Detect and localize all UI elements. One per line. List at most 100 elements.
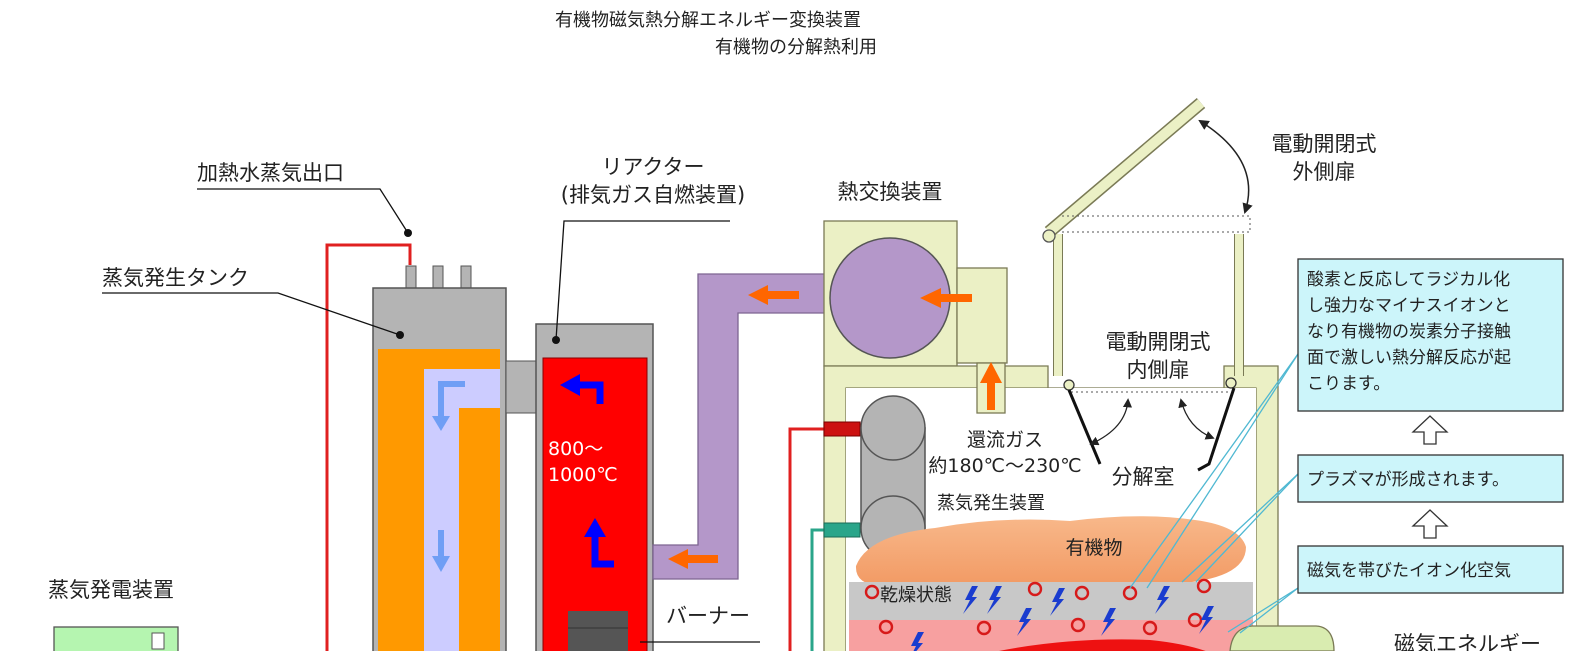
callout1-line5: こります。 — [1307, 374, 1390, 394]
outer-door-closed-outline — [1062, 215, 1251, 233]
steam-outlet-leader — [197, 188, 409, 234]
callout2-text: プラズマが形成されます。 — [1307, 470, 1509, 490]
outer-door-swing-arrow — [1198, 119, 1253, 214]
steam-gen-red-valve — [823, 421, 861, 437]
steam-gen-teal-valve — [823, 522, 861, 538]
temp-line2: 1000℃ — [548, 464, 618, 486]
tank-arrow-bend-icon — [438, 381, 465, 418]
return-gas-label-line1: 還流ガス — [967, 429, 1043, 451]
callout1-leader — [1129, 353, 1299, 589]
exhaust-duct — [652, 273, 849, 580]
radical-ion-icon — [878, 619, 894, 635]
duct-arrow-bottom-head-icon — [668, 549, 688, 569]
inner-door-left-panel — [1067, 389, 1102, 465]
callout-box-ionized-air — [1297, 545, 1564, 594]
lightning-icon — [911, 632, 924, 655]
tank-arrow-down-head-icon — [432, 556, 450, 572]
steam-generator-label: 蒸気発生装置 — [937, 493, 1045, 514]
lightning-icon — [1155, 586, 1170, 614]
organic-matter-label: 有機物 — [1065, 537, 1122, 559]
radical-ion-icons — [864, 578, 1212, 636]
title-line1: 有機物磁気熱分解エネルギー変換装置 — [555, 10, 861, 31]
reactor-arrow-top-icon — [578, 381, 604, 404]
callout1-line2: し強力なマイナスイオンと — [1307, 296, 1511, 316]
inner-door-left-swing — [1089, 398, 1133, 446]
lightning-icon — [1101, 608, 1116, 636]
steam-outlet-label: 加熱水蒸気出口 — [197, 161, 344, 185]
radical-ion-icon — [1027, 581, 1043, 597]
reactor-arrow-top-head-icon — [560, 374, 580, 396]
reactor-arrow-bottom-icon — [591, 535, 614, 568]
callout1-leader-b — [1146, 353, 1299, 589]
hx-arrow-head-icon — [920, 288, 941, 308]
tank-nozzle-2 — [432, 265, 444, 289]
steam-gen-red-pipe — [788, 427, 825, 651]
steam-tank-flow-channel — [424, 369, 500, 655]
inner-door-hinge-right — [1225, 377, 1237, 389]
callout-box-plasma — [1297, 454, 1564, 503]
callout1-line3: なり有機物の炭素分子接触 — [1307, 322, 1511, 342]
callout1-line1: 酸素と反応してラジカル化 — [1307, 270, 1510, 290]
duct-arrow-top-head-icon — [748, 285, 768, 305]
decomposition-chamber-label: 分解室 — [1112, 465, 1175, 489]
lightning-icon — [963, 586, 978, 614]
tank-arrow-bend-head-icon — [432, 416, 450, 431]
dry-state-layer — [849, 582, 1253, 620]
reactor-label-line1: リアクター — [601, 155, 704, 179]
inner-door-label-line2: 内側扉 — [1127, 358, 1190, 382]
burner-block — [568, 611, 628, 655]
inner-door-right-panel — [1197, 387, 1236, 472]
inner-door-label-line1: 電動開閉式 — [1106, 330, 1211, 354]
dry-state-label: 乾燥状態 — [880, 585, 952, 606]
callout2-leader — [1181, 473, 1299, 583]
steam-tank-dot — [396, 331, 404, 339]
outer-door-panel-fill — [1045, 99, 1205, 236]
radical-ion-icon — [976, 620, 992, 636]
reactor-leader — [555, 220, 730, 341]
reactor-red-core — [542, 357, 648, 655]
steam-tank-label: 蒸気発生タンク — [102, 266, 249, 290]
heat-exchanger-port — [956, 267, 1008, 364]
radical-ion-icon — [1142, 620, 1158, 636]
outer-door-label-line1: 電動開閉式 — [1272, 132, 1377, 156]
callout-box-radical — [1297, 258, 1564, 412]
heat-exchanger-label: 熱交換装置 — [838, 180, 943, 204]
inner-door-right-swing — [1178, 398, 1215, 440]
outer-door-label-line2: 外側扉 — [1293, 160, 1356, 184]
steam-tank-leader — [102, 292, 401, 336]
title-line2: 有機物の分解熱利用 — [715, 37, 877, 58]
inner-door-hinge-left — [1063, 379, 1075, 391]
steam-power-label: 蒸気発電装置 — [48, 578, 174, 602]
steam-gen-teal-pipe — [810, 528, 825, 651]
magnetic-energy-label: 磁気エネルギー — [1394, 632, 1541, 651]
lightning-icon — [1199, 606, 1214, 634]
lightning-icons — [911, 586, 1214, 655]
steam-outlet-pipe — [325, 243, 412, 651]
magnetic-unit — [1229, 625, 1335, 652]
organic-matter — [855, 516, 1246, 586]
lightning-icon — [1017, 608, 1032, 636]
outer-door-hinge — [1042, 229, 1056, 243]
lightning-icon — [987, 586, 1002, 614]
radical-ion-icon — [1196, 578, 1212, 594]
callout3-text: 磁気を帯びたイオン化空気 — [1307, 561, 1511, 581]
callout3-leader-b — [1239, 587, 1299, 634]
burner-label: バーナー — [666, 604, 750, 628]
lightning-icon — [1050, 588, 1065, 616]
return-gas-label-line2: 約180℃～230℃ — [928, 455, 1081, 477]
reactor-arrow-bottom-head-icon — [584, 518, 606, 537]
up-arrow-1-icon — [1411, 415, 1449, 445]
tank-nozzle-3 — [460, 265, 472, 289]
steam-power-panel — [151, 632, 165, 650]
tank-reactor-connector — [505, 360, 537, 414]
radical-ion-icon — [864, 584, 880, 600]
return-gas-arrow-head-icon — [980, 362, 1002, 383]
tank-nozzle-1 — [405, 265, 417, 289]
temp-line1: 800～ — [548, 438, 603, 460]
callout2-leader-b — [1195, 473, 1299, 583]
up-arrow-2-icon — [1411, 509, 1449, 539]
reactor-label-line2: (排気ガス自燃装置) — [561, 183, 745, 207]
callout3-leader — [1227, 587, 1299, 633]
